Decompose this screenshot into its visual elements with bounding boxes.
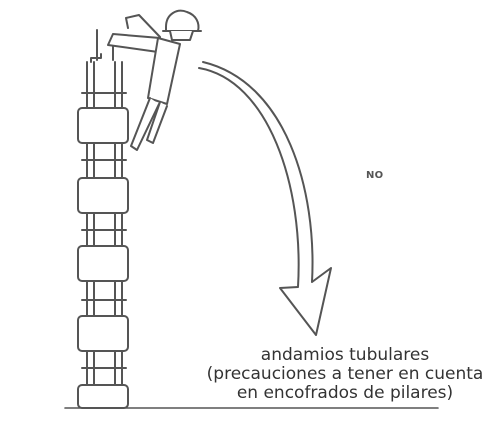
- fall-arrow: [198, 61, 332, 336]
- scaffold-tower: [77, 29, 129, 409]
- no-warning-label: NO: [366, 170, 384, 181]
- caption-line-2: (precauciones a tener en cuenta: [206, 364, 484, 384]
- caption: andamios tubulares (precauciones a tener…: [200, 346, 490, 403]
- caption-line-3: en encofrados de pilares): [236, 383, 454, 403]
- worker-figure: [107, 9, 202, 151]
- caption-line-1: andamios tubulares: [260, 345, 430, 365]
